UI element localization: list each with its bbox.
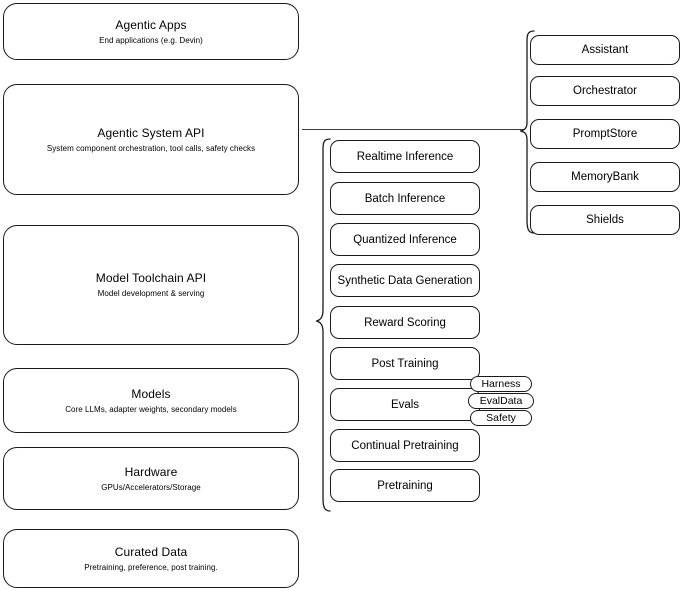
toolchain-item-label: Batch Inference (364, 192, 446, 205)
system-component-orchestrator[interactable]: Orchestrator (530, 76, 680, 106)
evals-badge-evaldata[interactable]: EvalData (468, 393, 534, 409)
system-component-assistant[interactable]: Assistant (530, 35, 680, 65)
toolchain-item-label: Realtime Inference (356, 150, 454, 163)
toolchain-item-quantized-inference[interactable]: Quantized Inference (330, 223, 480, 256)
connector-agentic-system-api-to-components (302, 129, 524, 131)
layer-card-model-toolchain-api[interactable]: Model Toolchain API Model development & … (3, 225, 299, 345)
layer-card-agentic-system-api[interactable]: Agentic System API System component orch… (3, 84, 299, 195)
toolchain-item-label: Post Training (371, 357, 439, 370)
toolchain-item-label: Pretraining (377, 479, 433, 492)
system-component-label: Shields (586, 214, 624, 226)
layer-card-curated-data[interactable]: Curated Data Pretraining, preference, po… (3, 529, 299, 588)
evals-badge-label: EvalData (479, 395, 523, 407)
toolchain-item-label: Quantized Inference (353, 233, 457, 246)
toolchain-item-batch-inference[interactable]: Batch Inference (330, 182, 480, 215)
layer-title: Models (131, 386, 171, 401)
toolchain-item-reward-scoring[interactable]: Reward Scoring (330, 306, 480, 339)
layer-subtitle: Pretraining, preference, post training. (84, 562, 218, 572)
evals-badge-harness[interactable]: Harness (470, 376, 532, 392)
toolchain-item-continual-pretraining[interactable]: Continual Pretraining (330, 429, 480, 462)
toolchain-item-label: Reward Scoring (364, 316, 446, 329)
layer-title: Agentic System API (97, 125, 205, 140)
brace-toolchain-group (315, 138, 331, 512)
system-component-label: MemoryBank (571, 171, 639, 183)
system-component-label: PromptStore (572, 128, 638, 140)
toolchain-item-evals[interactable]: Evals (330, 388, 480, 421)
layer-card-models[interactable]: Models Core LLMs, adapter weights, secon… (3, 368, 299, 433)
layer-title: Curated Data (114, 544, 188, 559)
evals-badge-label: Safety (486, 412, 516, 424)
layer-title: Model Toolchain API (95, 271, 207, 285)
layer-subtitle: End applications (e.g. Devin) (99, 35, 203, 45)
system-component-label: Orchestrator (573, 85, 637, 97)
layer-title: Agentic Apps (115, 17, 187, 32)
toolchain-item-realtime-inference[interactable]: Realtime Inference (330, 140, 480, 173)
toolchain-item-synthetic-data-generation[interactable]: Synthetic Data Generation (330, 264, 480, 297)
layer-subtitle: Model development & serving (97, 289, 205, 298)
brace-system-components-group (519, 30, 535, 234)
toolchain-item-post-training[interactable]: Post Training (330, 347, 480, 380)
toolchain-item-pretraining[interactable]: Pretraining (330, 469, 480, 502)
layer-title: Hardware (124, 464, 178, 479)
evals-badge-safety[interactable]: Safety (470, 410, 532, 426)
toolchain-item-label: Synthetic Data Generation (337, 274, 473, 287)
evals-badge-label: Harness (481, 378, 521, 390)
layer-subtitle: Core LLMs, adapter weights, secondary mo… (65, 404, 237, 414)
layer-subtitle: System component orchestration, tool cal… (46, 143, 256, 153)
system-component-promptstore[interactable]: PromptStore (530, 119, 680, 149)
system-component-label: Assistant (581, 44, 629, 56)
toolchain-item-label: Evals (390, 398, 420, 411)
toolchain-item-label: Continual Pretraining (351, 439, 459, 452)
system-component-memorybank[interactable]: MemoryBank (530, 162, 680, 192)
layer-subtitle: GPUs/Accelerators/Storage (101, 482, 201, 492)
system-component-shields[interactable]: Shields (530, 205, 680, 235)
layer-card-agentic-apps[interactable]: Agentic Apps End applications (e.g. Devi… (3, 3, 299, 60)
layer-card-hardware[interactable]: Hardware GPUs/Accelerators/Storage (3, 447, 299, 510)
